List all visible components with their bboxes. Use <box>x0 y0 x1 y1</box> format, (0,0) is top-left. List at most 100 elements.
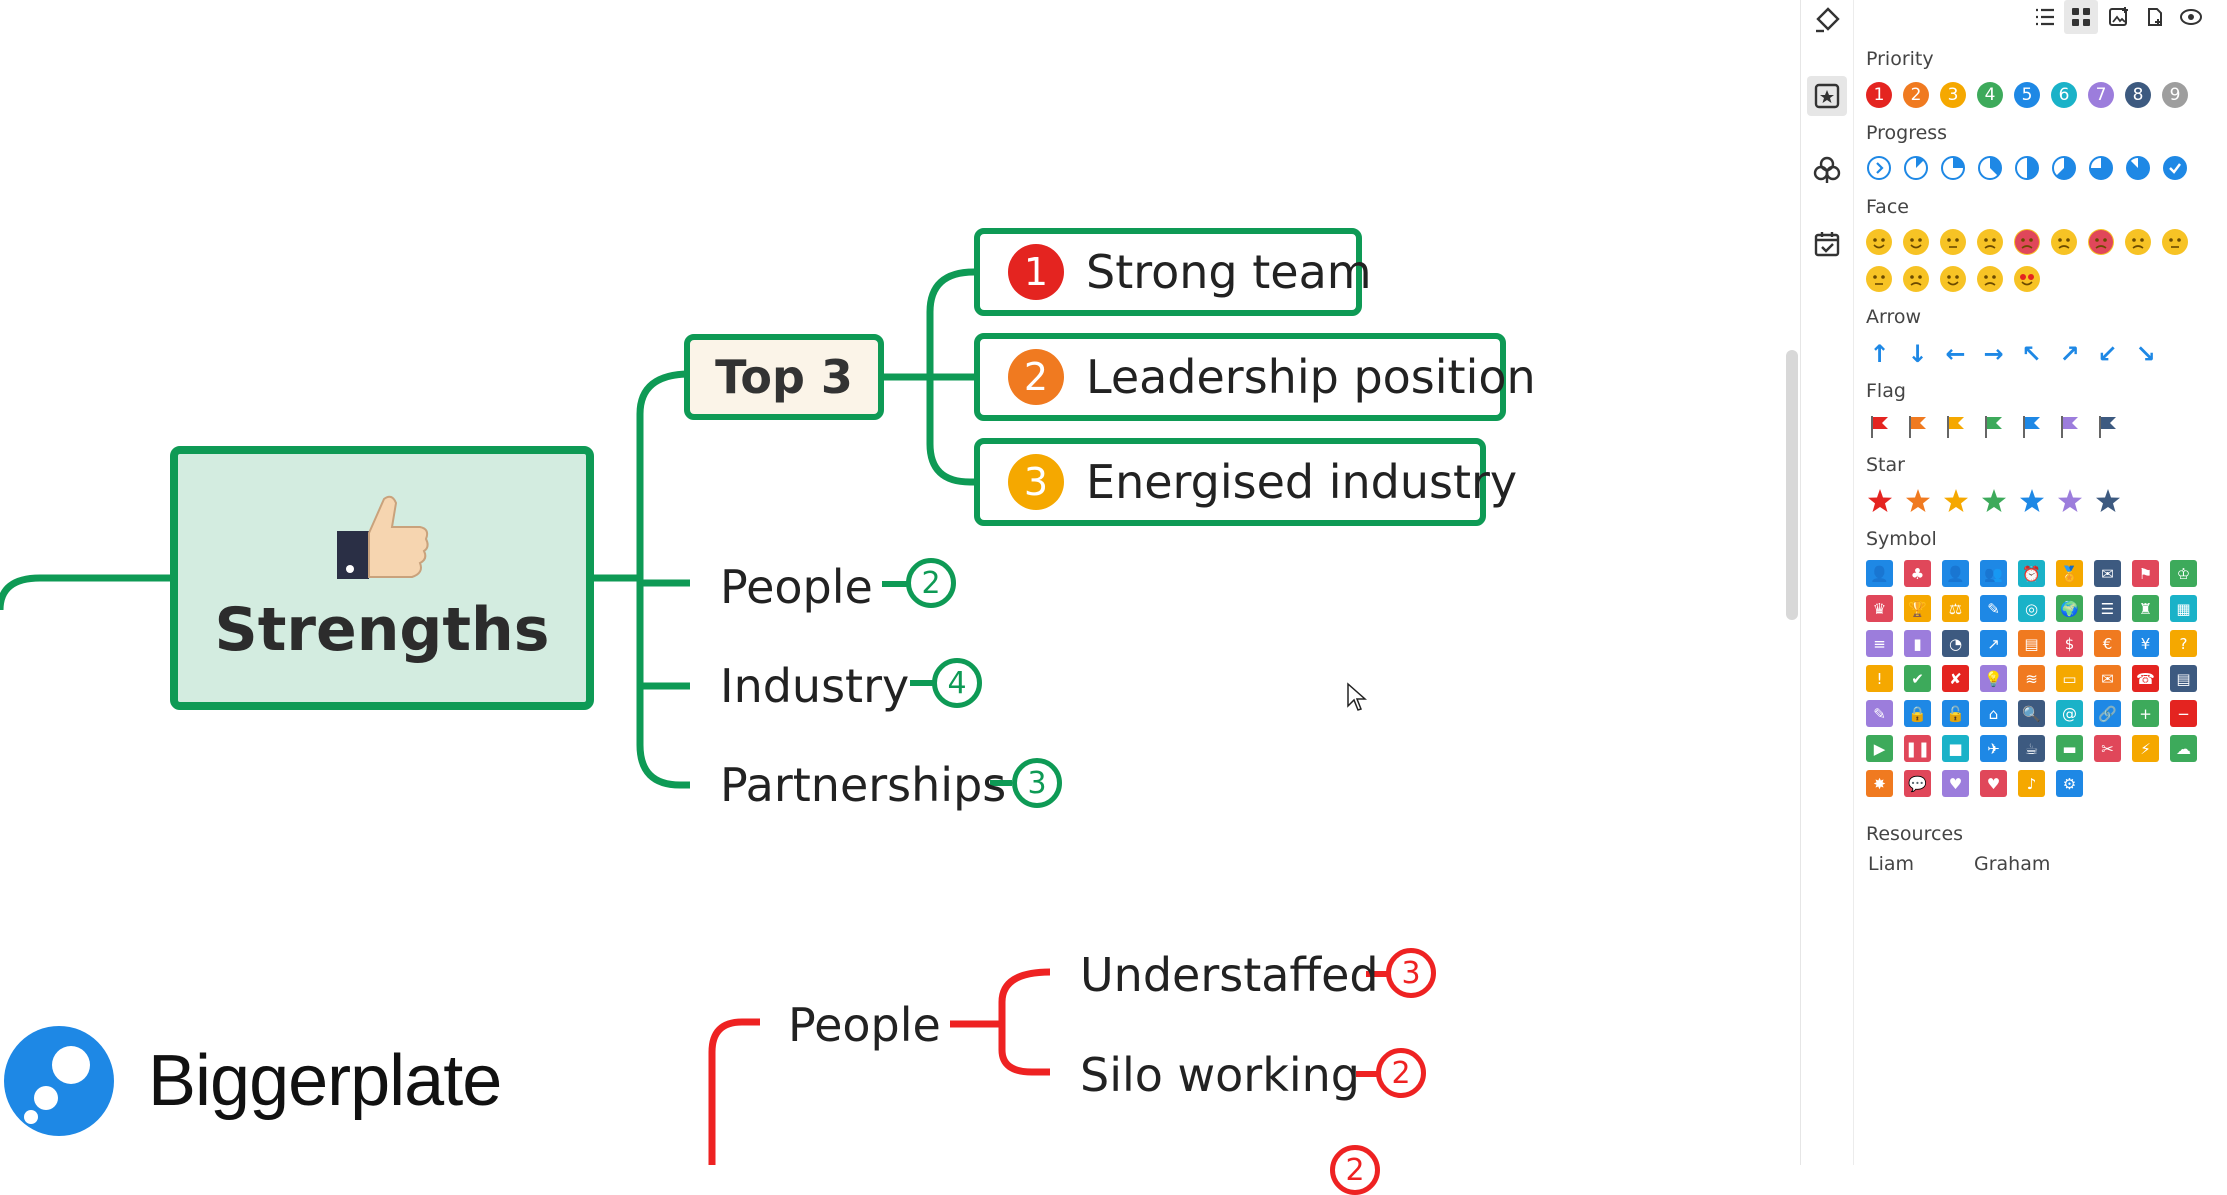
symbol-24-icon[interactable]: $ <box>2056 630 2083 657</box>
progress-7-icon[interactable] <box>2125 155 2151 181</box>
list-view-icon[interactable] <box>2028 0 2062 34</box>
progress-1-icon[interactable] <box>1903 155 1929 181</box>
symbol-36-icon[interactable]: ▤ <box>2170 665 2197 692</box>
topic-industry[interactable]: Industry <box>720 659 909 713</box>
star-3-icon[interactable] <box>1942 487 1969 514</box>
style-icon[interactable] <box>1807 0 1847 40</box>
resource-item[interactable]: Graham <box>1974 853 2051 875</box>
symbol-58-icon[interactable]: ♥ <box>1980 770 2007 797</box>
face-sad-icon[interactable] <box>1977 229 2003 255</box>
central-topic-strengths[interactable]: Strengths <box>170 446 594 710</box>
symbol-20-icon[interactable]: ▮ <box>1904 630 1931 657</box>
symbol-29-icon[interactable]: ✔ <box>1904 665 1931 692</box>
arrow-right-icon[interactable]: → <box>1983 339 2004 368</box>
symbol-38-icon[interactable]: 🔒 <box>1904 700 1931 727</box>
face-grin-icon[interactable] <box>1866 229 1892 255</box>
symbol-42-icon[interactable]: @ <box>2056 700 2083 727</box>
symbol-2-icon[interactable]: ♣ <box>1904 560 1931 587</box>
arrow-up-left-icon[interactable]: ↖ <box>2021 339 2042 368</box>
progress-3-icon[interactable] <box>1977 155 2003 181</box>
arrow-down-right-icon[interactable]: ↘ <box>2135 339 2156 368</box>
symbol-32-icon[interactable]: ≋ <box>2018 665 2045 692</box>
symbol-41-icon[interactable]: 🔍 <box>2018 700 2045 727</box>
topic-people[interactable]: People <box>720 560 873 614</box>
face-angry-icon[interactable] <box>2014 229 2040 255</box>
resource-item[interactable]: Liam <box>1868 853 1915 875</box>
priority-2-icon[interactable]: 2 <box>1903 82 1929 108</box>
star-2-icon[interactable] <box>1904 487 1931 514</box>
symbol-26-icon[interactable]: ¥ <box>2132 630 2159 657</box>
arrow-down-left-icon[interactable]: ↙ <box>2097 339 2118 368</box>
topic-top-3[interactable]: Top 3 <box>684 334 884 420</box>
markers-icon[interactable] <box>1807 76 1847 116</box>
flag-5-icon[interactable] <box>2018 413 2045 440</box>
symbol-45-icon[interactable]: − <box>2170 700 2197 727</box>
flag-4-icon[interactable] <box>1980 413 2007 440</box>
add-image-icon[interactable] <box>2102 0 2136 34</box>
symbol-4-icon[interactable]: 👥 <box>1980 560 2007 587</box>
symbol-11-icon[interactable]: 🏆 <box>1904 595 1931 622</box>
subtopic-understaffed[interactable]: Understaffed <box>1080 948 1379 1002</box>
symbol-59-icon[interactable]: ♪ <box>2018 770 2045 797</box>
subtopic-energised-industry[interactable]: 3 Energised industry <box>974 438 1517 526</box>
symbol-6-icon[interactable]: 🏅 <box>2056 560 2083 587</box>
subtopic-silo-working[interactable]: Silo working <box>1080 1048 1360 1102</box>
symbol-52-icon[interactable]: ✂ <box>2094 735 2121 762</box>
weakness-topic-people[interactable]: People <box>788 998 941 1052</box>
star-6-icon[interactable] <box>2056 487 2083 514</box>
symbol-17-icon[interactable]: ♜ <box>2132 595 2159 622</box>
progress-0-icon[interactable] <box>1866 155 1892 181</box>
symbol-5-icon[interactable]: ⏰ <box>2018 560 2045 587</box>
symbol-16-icon[interactable]: ☰ <box>2094 595 2121 622</box>
subtopic-leadership-position[interactable]: 2 Leadership position <box>974 333 1536 421</box>
progress-6-icon[interactable] <box>2088 155 2114 181</box>
star-7-icon[interactable] <box>2094 487 2121 514</box>
symbol-8-icon[interactable]: ⚑ <box>2132 560 2159 587</box>
flag-1-icon[interactable] <box>1866 413 1893 440</box>
symbol-18-icon[interactable]: ▦ <box>2170 595 2197 622</box>
priority-3-icon[interactable]: 3 <box>1940 82 1966 108</box>
priority-6-icon[interactable]: 6 <box>2051 82 2077 108</box>
symbol-27-icon[interactable]: ? <box>2170 630 2197 657</box>
progress-8-icon[interactable] <box>2162 155 2188 181</box>
face-confused-icon[interactable] <box>2162 229 2188 255</box>
flag-7-icon[interactable] <box>2094 413 2121 440</box>
symbol-44-icon[interactable]: + <box>2132 700 2159 727</box>
symbol-19-icon[interactable]: ≡ <box>1866 630 1893 657</box>
task-icon[interactable] <box>1807 224 1847 264</box>
progress-2-icon[interactable] <box>1940 155 1966 181</box>
symbol-28-icon[interactable]: ! <box>1866 665 1893 692</box>
symbol-22-icon[interactable]: ↗ <box>1980 630 2007 657</box>
symbol-33-icon[interactable]: ▭ <box>2056 665 2083 692</box>
star-1-icon[interactable] <box>1866 487 1893 514</box>
symbol-39-icon[interactable]: 🔓 <box>1942 700 1969 727</box>
symbol-14-icon[interactable]: ◎ <box>2018 595 2045 622</box>
star-5-icon[interactable] <box>2018 487 2045 514</box>
symbol-31-icon[interactable]: 💡 <box>1980 665 2007 692</box>
symbol-57-icon[interactable]: ♥ <box>1942 770 1969 797</box>
symbol-34-icon[interactable]: ✉ <box>2094 665 2121 692</box>
face-furious-icon[interactable] <box>2088 229 2114 255</box>
face-worried-icon[interactable] <box>1977 266 2003 292</box>
star-4-icon[interactable] <box>1980 487 2007 514</box>
priority-4-icon[interactable]: 4 <box>1977 82 2003 108</box>
symbol-3-icon[interactable]: 👤 <box>1942 560 1969 587</box>
symbol-30-icon[interactable]: ✘ <box>1942 665 1969 692</box>
symbol-10-icon[interactable]: ♛ <box>1866 595 1893 622</box>
flag-6-icon[interactable] <box>2056 413 2083 440</box>
mindmap-canvas[interactable]: Strengths Top 3 1 Strong team 2 Leadersh… <box>0 0 1790 1195</box>
face-neutral-icon[interactable] <box>1940 229 1966 255</box>
symbol-47-icon[interactable]: ❚❚ <box>1904 735 1931 762</box>
face-surprised-icon[interactable] <box>1903 266 1929 292</box>
symbol-25-icon[interactable]: € <box>2094 630 2121 657</box>
progress-4-icon[interactable] <box>2014 155 2040 181</box>
priority-5-icon[interactable]: 5 <box>2014 82 2040 108</box>
symbol-21-icon[interactable]: ◔ <box>1942 630 1969 657</box>
symbol-1-icon[interactable]: 👤 <box>1866 560 1893 587</box>
symbol-40-icon[interactable]: ⌂ <box>1980 700 2007 727</box>
symbol-54-icon[interactable]: ☁ <box>2170 735 2197 762</box>
priority-8-icon[interactable]: 8 <box>2125 82 2151 108</box>
symbol-43-icon[interactable]: 🔗 <box>2094 700 2121 727</box>
topic-partnerships[interactable]: Partnerships <box>720 758 1006 812</box>
symbol-37-icon[interactable]: ✎ <box>1866 700 1893 727</box>
